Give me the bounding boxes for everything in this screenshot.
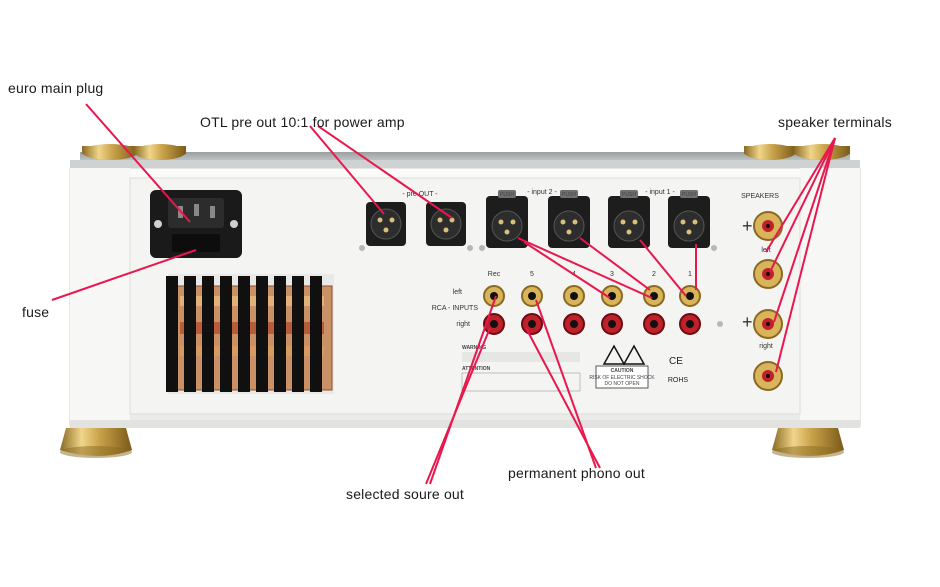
callout-otl-pre-out: OTL pre out 10:1 for power amp bbox=[200, 114, 405, 130]
input2-label: - input 2 - bbox=[527, 189, 557, 196]
xlr-input1-left bbox=[608, 190, 650, 248]
caution-title: CAUTION bbox=[611, 368, 634, 374]
xlr-connectors bbox=[366, 190, 710, 248]
row-right-label: right bbox=[456, 321, 470, 328]
iec-power-inlet bbox=[150, 190, 242, 258]
col-label: 1 bbox=[688, 271, 692, 278]
callout-speaker-terminals: speaker terminals bbox=[778, 114, 892, 130]
callout-euro-main-plug: euro main plug bbox=[8, 80, 104, 96]
rohs-mark: ROHS bbox=[668, 377, 689, 384]
plus-sign: + bbox=[742, 312, 753, 332]
rca-row-left bbox=[483, 285, 701, 307]
panel-section-labels: - pre OUT - - input 2 - - input 1 - SPEA… bbox=[402, 189, 779, 200]
callout-fuse: fuse bbox=[22, 304, 50, 320]
warning-title: WARNING bbox=[462, 345, 486, 351]
pre-out-label: - pre OUT - bbox=[402, 191, 438, 198]
fuse-drawer bbox=[172, 234, 220, 252]
push-label: PUSH bbox=[682, 192, 696, 198]
callout-lines bbox=[51, 103, 836, 485]
row-left-label: left bbox=[453, 289, 462, 296]
ce-mark: CE bbox=[669, 356, 683, 367]
col-label: 2 bbox=[652, 271, 656, 278]
callout-selected-source-out: selected soure out bbox=[346, 486, 465, 502]
speaker-terminal-posts: + + left right bbox=[742, 211, 783, 391]
caution-line1: RISK OF ELECTRIC SHOCK bbox=[589, 375, 655, 381]
xlr-input1-right bbox=[668, 190, 710, 248]
push-label: PUSH bbox=[500, 192, 514, 198]
speakers-label: SPEAKERS bbox=[741, 193, 779, 200]
top-cover bbox=[70, 152, 860, 168]
input1-label: - input 1 - bbox=[645, 189, 675, 196]
rca-inputs-label: RCA - INPUTS bbox=[432, 305, 479, 312]
xlr-pre-out-right bbox=[426, 202, 466, 246]
attention-title: ATTENTION bbox=[462, 366, 491, 372]
warning-labels: WARNING ATTENTION CAUTION RISK OF ELECTR… bbox=[461, 344, 689, 392]
top-brass-pucks bbox=[82, 144, 850, 160]
push-label: PUSH bbox=[562, 192, 576, 198]
spk-right-label: right bbox=[759, 343, 773, 350]
push-tabs: PUSH PUSH PUSH PUSH bbox=[500, 192, 696, 198]
push-label: PUSH bbox=[622, 192, 636, 198]
transformer-vent bbox=[166, 274, 334, 394]
panel-screws bbox=[359, 245, 723, 327]
plus-sign: + bbox=[742, 216, 753, 236]
xlr-input2-left bbox=[486, 190, 528, 248]
col-label: Rec bbox=[488, 271, 501, 278]
xlr-input2-right bbox=[548, 190, 590, 248]
caution-line2: DO NOT OPEN bbox=[605, 381, 640, 387]
brass-feet bbox=[60, 428, 844, 458]
callout-permanent-phono-out: permanent phono out bbox=[508, 465, 645, 481]
xlr-pre-out-left bbox=[366, 202, 406, 246]
caution-triangles bbox=[595, 344, 649, 389]
col-label: 3 bbox=[610, 271, 614, 278]
col-label: 5 bbox=[530, 271, 534, 278]
